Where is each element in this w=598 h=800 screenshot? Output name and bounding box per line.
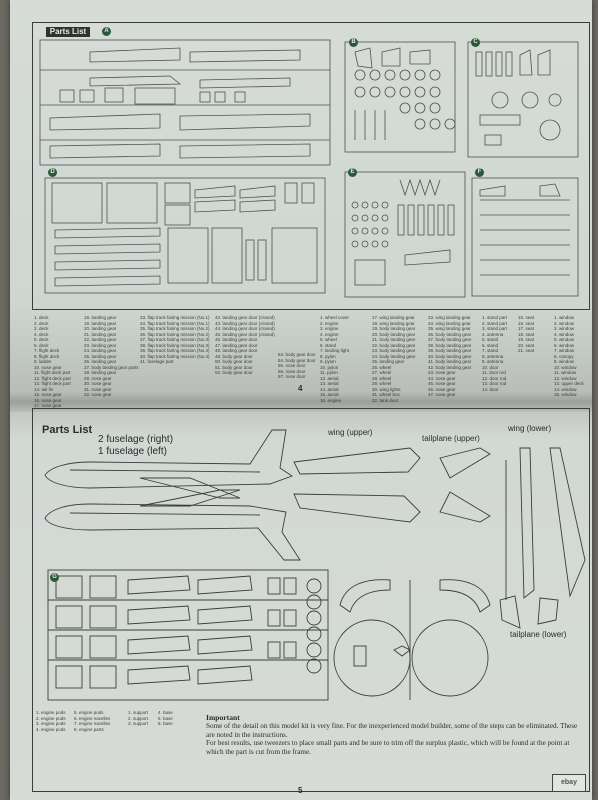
wing-lower-left [549,447,586,598]
important-note: Important Some of the detail on this mod… [206,713,584,756]
parts-list-chip: Parts List [46,27,90,37]
bottom-parts-frame [32,408,590,792]
top-legend-col-7: 17. wing landing gear 18. wing landing g… [372,315,416,403]
wing-upper-label: wing (upper) [328,428,373,437]
top-legend-col-6: 1. wheel cover 2. engine 3. engine 4. en… [320,315,350,403]
top-legend-col-8: 33. wing landing gear 34. wing landing g… [428,315,472,397]
part-a-3 [89,75,182,87]
top-legend-col-5: 53. body gear door 54. body gear door 55… [278,352,316,379]
bottom-legend-col-3: 1. support 2. support 3. support [128,710,149,726]
parts-list-title: Parts List [42,424,93,436]
tree-a-frame [39,39,331,166]
tree-label-d: D [48,168,57,177]
tailplane-lower-label: tailplane (lower) [510,630,567,639]
tree-f-frame [471,177,579,297]
wing-lower-right [519,447,535,599]
tailplane-lower-b [537,597,559,625]
top-parts-frame [32,22,590,310]
tailplane-upper-left [439,491,491,523]
top-sprue-drawing [39,39,579,298]
tree-b-parts [354,47,456,140]
fuselage-left-label: 1 fuselage (left) [98,446,167,457]
top-legend-col-3: 33. flap track fairing mission (No.1) 34… [140,315,210,364]
engine-sprue-frame [47,569,329,701]
part-a-4 [199,77,291,89]
tailplane-upper-right [439,447,491,479]
bottom-legend-col-1: 1. engine pods 2. engine pods 3. engine … [36,710,66,732]
page-number-bottom: 5 [298,786,303,795]
wing-lower-label: wing (lower) [508,424,552,433]
stand-arc-left [339,579,391,613]
tree-label-b: B [349,38,358,47]
wing-upper-top [293,447,421,475]
top-legend-col-9: 1. stand part 2. stand part 3. stand par… [482,315,508,392]
ebay-watermark: ebay [552,774,586,792]
tree-c-frame [467,41,579,158]
tree-label-g: G [50,573,59,582]
stand-base-left [333,619,411,697]
tailplane-upper-label: tailplane (upper) [422,434,480,443]
fuselage-right-outline [44,429,293,489]
top-legend-col-10: 15. seat 16. seat 17. seat 18. seat 19. … [518,315,535,353]
tree-b-frame [344,41,456,153]
tree-label-a: A [102,27,111,36]
tree-e-frame [344,171,466,298]
bottom-parts-drawing [44,429,586,701]
top-legend-col-11: 1. window 2. window 3. window 4. window … [554,315,584,397]
wing-upper-bottom [293,493,421,523]
page-number-top: 4 [298,384,303,393]
stand-arc-right [439,579,491,613]
fuselage-left-outline [44,503,301,561]
tree-label-f: F [475,168,484,177]
top-legend-col-2: 18. landing gear 19. landing gear 20. la… [84,315,139,397]
important-heading: Important [206,713,240,722]
part-a-1 [89,47,181,63]
bottom-legend-col-2: 5. engine pods 6. engine nacelles 7. eng… [74,710,111,732]
tree-label-e: E [348,168,357,177]
tailplane-lower-a [499,595,521,629]
top-legend-col-1: 1. deck 2. deck 3. deck 4. deck 5. deck … [34,315,71,408]
part-a-2 [189,49,301,63]
bottom-legend-col-4: 4. base 5. base 6. base [158,710,173,726]
tree-d-frame [44,177,326,294]
important-body: Some of the detail on this model kit is … [206,722,578,756]
instruction-sheet: Parts List [10,0,592,800]
fuselage-right-label: 2 fuselage (right) [98,434,174,445]
page-fold [10,392,592,412]
tree-label-c: C [471,38,480,47]
top-legend-col-4: 42. landing gear door (closed) 43. landi… [215,315,275,375]
stand-base-right [411,619,489,697]
